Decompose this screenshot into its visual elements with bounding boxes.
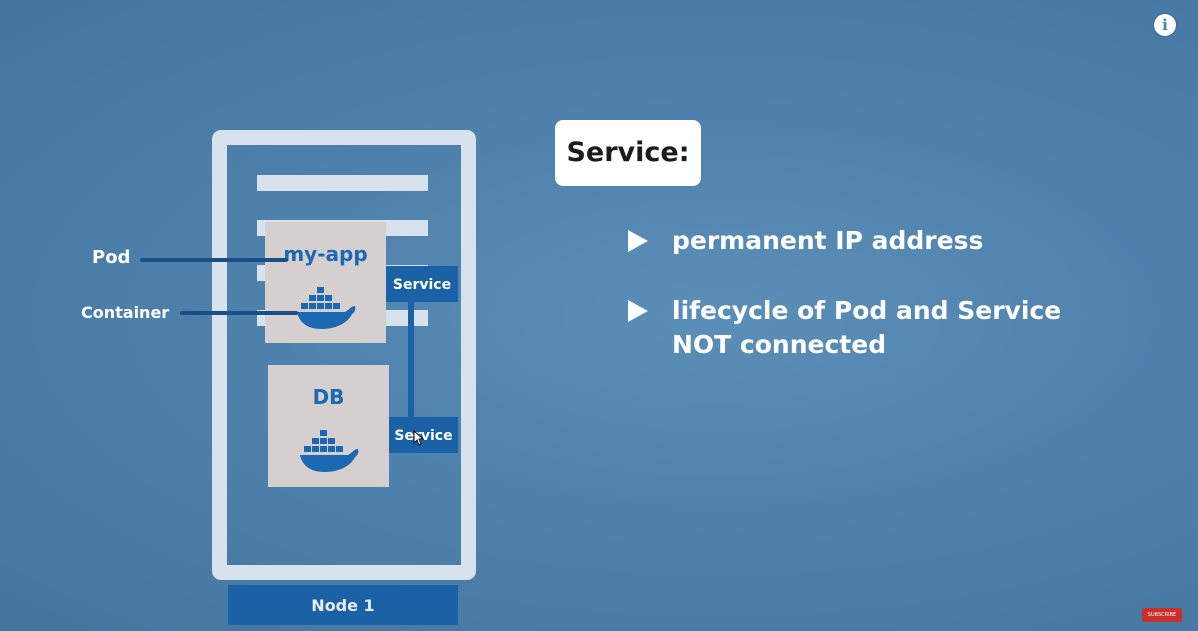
- service-box-my-app: Service: [386, 266, 458, 302]
- pod-title: DB: [312, 385, 345, 409]
- pod-label: Pod: [92, 247, 131, 268]
- bullet-item: lifecycle of Pod and Service NOT connect…: [628, 294, 1088, 362]
- mouse-cursor-icon: [413, 430, 425, 446]
- pod-title: my-app: [283, 242, 368, 266]
- node-line: [257, 175, 428, 191]
- pod-db: DB: [268, 365, 389, 487]
- pod-pointer-line: [140, 258, 288, 262]
- info-icon[interactable]: i: [1154, 14, 1176, 36]
- container-label: Container: [81, 303, 170, 322]
- bullet-text: lifecycle of Pod and Service NOT connect…: [672, 296, 1062, 359]
- bullet-text: permanent IP address: [672, 226, 984, 255]
- docker-whale-icon: [297, 287, 356, 329]
- container-pointer-line: [180, 311, 298, 315]
- bullet-item: permanent IP address: [628, 224, 1088, 258]
- play-triangle-icon: [628, 300, 648, 322]
- slide-heading: Service:: [555, 120, 701, 186]
- service-connector: [408, 300, 414, 418]
- subscribe-button[interactable]: SUBSCRIBE: [1142, 608, 1182, 622]
- docker-whale-icon: [300, 430, 359, 472]
- pod-my-app: my-app: [265, 222, 386, 343]
- node-frame: [212, 130, 476, 580]
- service-box-db: Service: [389, 417, 458, 453]
- play-triangle-icon: [628, 230, 648, 252]
- node-label: Node 1: [228, 585, 458, 625]
